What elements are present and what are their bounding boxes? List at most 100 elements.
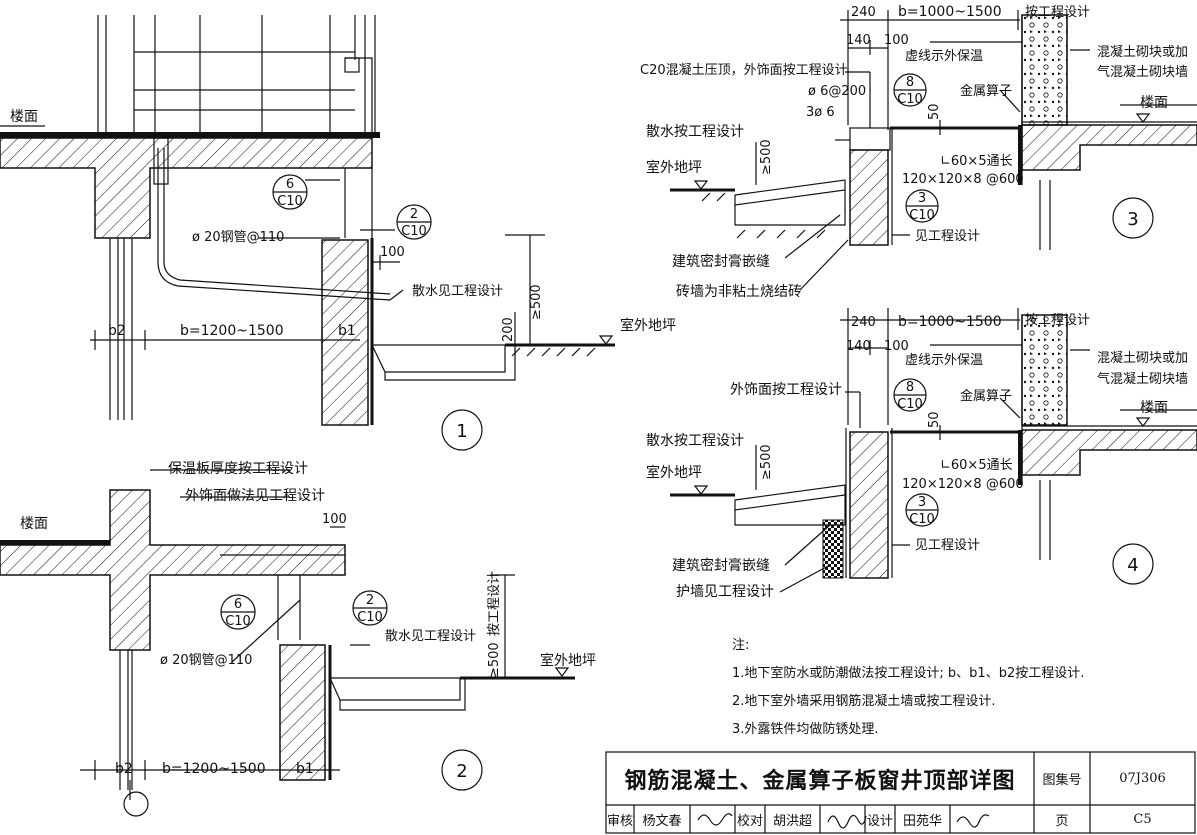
sealant-label: 建筑密封膏嵌缝 (672, 253, 770, 270)
dim-140: 140 (846, 33, 871, 48)
checker-name: 胡洪超 (772, 814, 812, 829)
notes-heading: 注: (732, 638, 750, 653)
detail-1: 楼面 6 C10 2 C10 ø 20钢管@110 100 散水见工程设计 ≥5… (0, 15, 676, 451)
note-3: 3.外露铁件均做防锈处理. (732, 722, 879, 737)
svg-text:C10: C10 (909, 512, 935, 527)
blocks-label-1: 混凝土砌块或加 (1097, 44, 1188, 60)
outer-wall (321, 239, 369, 426)
angle-label-4: ∟60×5通长 (940, 458, 1013, 473)
ref-8-c10: 8 C10 (893, 73, 927, 107)
finish-label-4: 外饰面按工程设计 (730, 382, 842, 398)
slab-section (0, 137, 373, 239)
svg-text:C10: C10 (909, 208, 935, 223)
plate-label: 120×120×8 @600 (902, 172, 1024, 187)
review-label: 审核 (606, 814, 633, 829)
window-frame (97, 15, 376, 135)
b-label-2: b=1200~1500 (162, 761, 266, 777)
grate-label-4: 金属算子 (960, 388, 1012, 404)
dim-100-4: 100 (884, 339, 909, 354)
ref-6-c10-2: 6 C10 (220, 594, 256, 630)
dim-200: 200 (501, 317, 516, 342)
apron (371, 344, 506, 373)
atlas-label: 图集号 (1042, 773, 1082, 788)
dim-100-3: 100 (884, 33, 909, 48)
drain-label: 散水见工程设计 (412, 284, 503, 299)
dashed-label-4: 虚线示外保温 (905, 353, 983, 368)
ref-2-c10: 2 C10 (396, 204, 432, 240)
detail-2: 保温板厚度按工程设计 外饰面做法见工程设计 100 楼面 6 C10 2 C10… (0, 461, 596, 817)
svg-text:2: 2 (456, 761, 467, 782)
pipe-label-2: ø 20钢管@110 (160, 653, 252, 668)
blocks-label-2: 气混凝土砌块墙 (1097, 64, 1188, 80)
coping (849, 127, 891, 151)
dim-500-2: ≥500 (487, 642, 502, 678)
atlas-number: 07J306 (1119, 771, 1166, 786)
block-wall (1021, 14, 1068, 126)
blocks-label-4b: 气混凝土砌块墙 (1097, 371, 1188, 387)
page-label: 页 (1055, 814, 1069, 829)
slab-section-2 (0, 489, 346, 651)
rebar-label-2: 3ø 6 (806, 105, 835, 120)
note-2: 2.地下室外墙采用钢筋混凝土墙或按工程设计. (732, 694, 996, 709)
svg-text:C10: C10 (401, 224, 427, 239)
dim-240: 240 (851, 5, 876, 20)
drain-label-4: 散水按工程设计 (646, 433, 744, 449)
svg-text:3: 3 (918, 495, 926, 510)
floor-label-4: 楼面 (1140, 400, 1168, 416)
detail-3: 240 b=1000~1500 按工程设计 140 100 虚线示外保温 混凝土… (640, 4, 1197, 300)
apron-2 (329, 677, 461, 701)
guard-wall (822, 519, 844, 579)
ref-3-c10: 3 C10 (905, 189, 939, 223)
svg-text:3: 3 (918, 191, 926, 206)
drawing-title: 钢筋混凝土、金属算子板窗井顶部详图 (624, 768, 1016, 794)
checker-signature (827, 814, 867, 829)
svg-text:4: 4 (1127, 555, 1138, 576)
note-1: 1.地下室防水或防潮做法按工程设计; b、b1、b2按工程设计. (732, 666, 1085, 681)
svg-text:6: 6 (234, 597, 242, 612)
sealant-label-4: 建筑密封膏嵌缝 (672, 557, 770, 574)
ground-label-2: 室外地坪 (540, 652, 596, 669)
angle-label: ∟60×5通长 (940, 154, 1013, 169)
ref-2-c10-2: 2 C10 (352, 590, 388, 626)
brick-label: 砖墙为非粘土烧结砖 (676, 284, 802, 300)
svg-text:2: 2 (410, 207, 418, 222)
b-label: b=1200~1500 (180, 323, 284, 339)
per-design-4: 按工程设计 (1025, 313, 1090, 328)
detail-index-4 (1112, 543, 1154, 585)
dim-50-4: 50 (927, 411, 942, 428)
b2-label-2: b2 (115, 761, 133, 777)
ground-label: 室外地坪 (620, 317, 676, 334)
svg-text:1: 1 (456, 421, 467, 442)
designer-signature (956, 814, 990, 828)
insulation-label: 保温板厚度按工程设计 (168, 461, 308, 477)
page-number: C5 (1133, 812, 1152, 827)
dim-b: b=1000~1500 (898, 4, 1002, 20)
svg-text:2: 2 (366, 593, 374, 608)
title-block-frame (605, 751, 1196, 834)
dim-500-3: ≥500 (759, 139, 774, 175)
floor-label-2: 楼面 (20, 516, 48, 532)
check-label: 校对 (736, 814, 763, 829)
grate-label: 金属算子 (960, 83, 1012, 99)
svg-text:3: 3 (1127, 209, 1138, 230)
ground-label-4: 室外地坪 (646, 464, 702, 481)
concrete-wall-4 (849, 431, 889, 579)
ref-6-c10: 6 C10 (272, 174, 308, 210)
b2-label: b2 (108, 323, 126, 339)
svg-text:C10: C10 (897, 397, 923, 412)
detail-index-1 (441, 409, 483, 451)
drain-label-2: 散水见工程设计 (385, 629, 476, 644)
floor-finish (0, 132, 380, 138)
pipe-label: ø 20钢管@110 (192, 230, 284, 245)
outer-wall-2 (279, 644, 326, 781)
ref-8-c10-4: 8 C10 (893, 378, 927, 412)
dim-50: 50 (927, 103, 942, 120)
coping-label: C20混凝土压顶，外饰面按工程设计 (640, 62, 848, 78)
svg-text:8: 8 (906, 380, 914, 395)
svg-text:C10: C10 (225, 614, 251, 629)
per-design-3: 按工程设计 (1025, 5, 1090, 20)
design-label: 设计 (866, 814, 893, 829)
ground-label-3: 室外地坪 (646, 159, 702, 176)
floor-label-3: 楼面 (1140, 95, 1168, 111)
